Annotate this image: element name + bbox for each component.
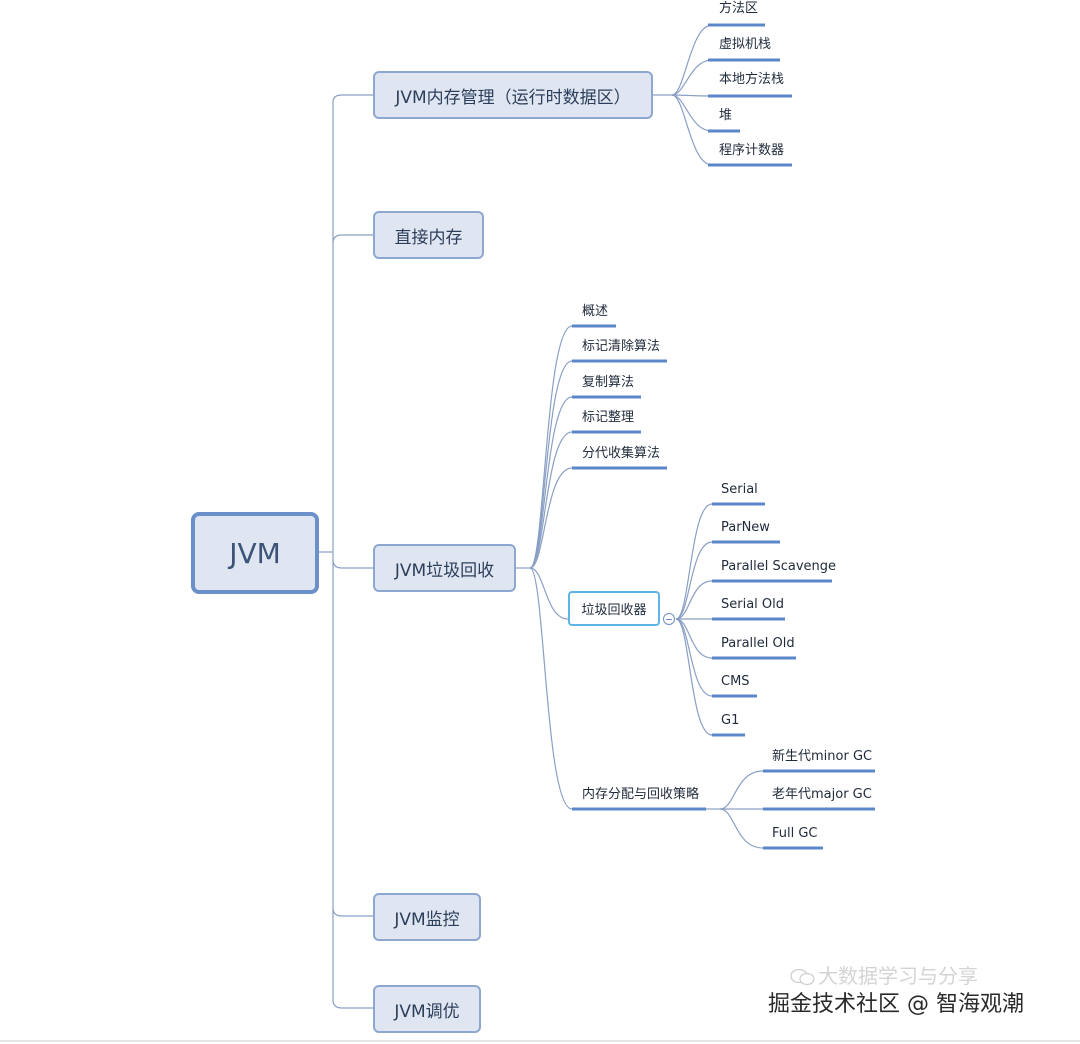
subtopic-vm-stack[interactable]: 虚拟机栈	[719, 37, 772, 52]
topic-garbage-collection[interactable]: JVM垃圾回收	[373, 544, 516, 592]
collector-g1[interactable]: G1	[721, 713, 740, 728]
collector-serial[interactable]: Serial	[721, 482, 758, 497]
collapse-toggle-icon[interactable]	[663, 613, 675, 625]
gc-full[interactable]: Full GC	[772, 826, 818, 841]
watermark-text: 掘金技术社区 @ 智海观潮	[768, 992, 1024, 1017]
topic-direct-memory[interactable]: 直接内存	[373, 211, 484, 259]
subtopic-mark-sweep[interactable]: 标记清除算法	[582, 339, 661, 354]
gc-major[interactable]: 老年代major GC	[772, 787, 872, 802]
collector-serial-old[interactable]: Serial Old	[721, 597, 785, 612]
bottom-divider	[0, 1040, 1080, 1042]
subtopic-native-method-stack[interactable]: 本地方法栈	[719, 72, 785, 87]
root-topic-jvm[interactable]: JVM	[191, 512, 319, 594]
subtopic-mark-compact[interactable]: 标记整理	[582, 410, 635, 425]
collector-parallel-scavenge[interactable]: Parallel Scavenge	[721, 559, 837, 574]
subtopic-copying[interactable]: 复制算法	[582, 375, 635, 390]
topic-monitoring[interactable]: JVM监控	[373, 893, 481, 941]
subtopic-method-area[interactable]: 方法区	[719, 1, 759, 16]
wechat-icon	[790, 968, 815, 986]
subtopic-program-counter[interactable]: 程序计数器	[719, 143, 785, 158]
topic-tuning[interactable]: JVM调优	[373, 985, 481, 1033]
collector-parallel-old[interactable]: Parallel Old	[721, 636, 795, 651]
watermark-faint-text: 大数据学习与分享	[818, 964, 978, 988]
collector-cms[interactable]: CMS	[721, 674, 750, 689]
gc-minor[interactable]: 新生代minor GC	[772, 749, 873, 764]
subtopic-generational[interactable]: 分代收集算法	[582, 446, 661, 461]
subtopic-heap[interactable]: 堆	[719, 108, 733, 123]
subtopic-garbage-collectors[interactable]: 垃圾回收器	[568, 591, 660, 626]
topic-memory-management[interactable]: JVM内存管理（运行时数据区）	[373, 71, 653, 119]
subtopic-overview[interactable]: 概述	[582, 304, 609, 319]
collector-parnew[interactable]: ParNew	[721, 520, 770, 535]
subtopic-memory-allocation[interactable]: 内存分配与回收策略	[582, 787, 700, 802]
